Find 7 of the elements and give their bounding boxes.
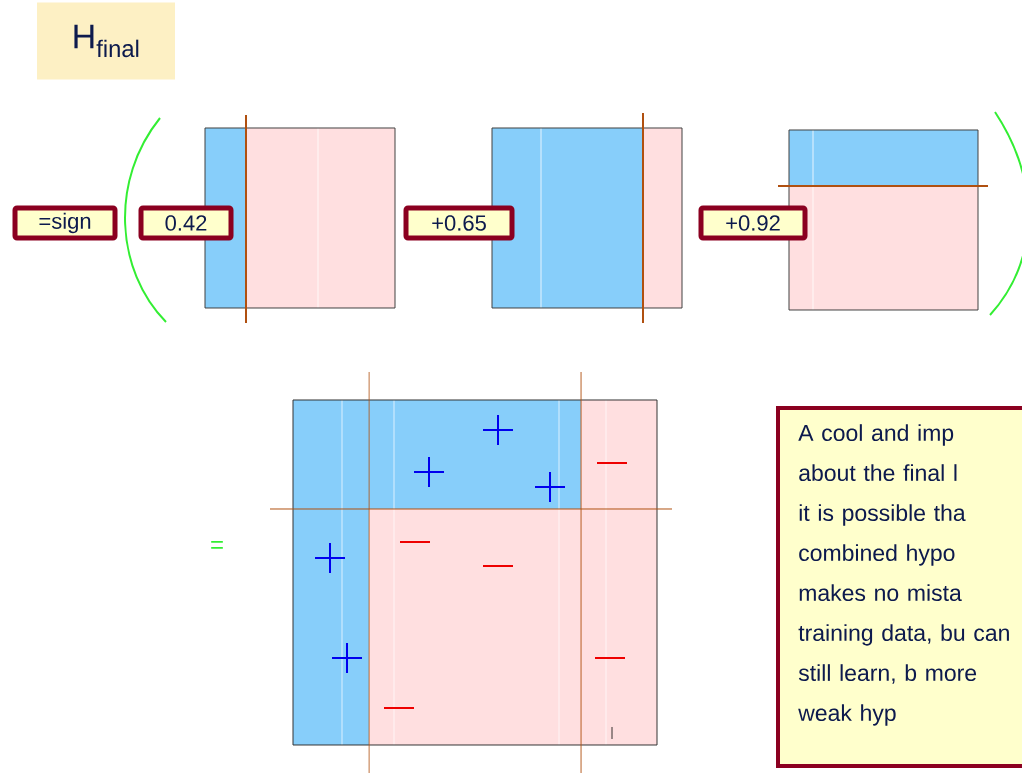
- note-box: A cool and imp about the final l it is possible tha combined hypo makes no mista training data, bu can still learn, b more weak hyp: [776, 406, 1022, 768]
- equals-sign: =: [211, 541, 223, 549]
- title-box: H$_{final}$: [37, 2, 175, 80]
- weight-box: =sign: [12, 205, 118, 241]
- weight-box: +0.92: [698, 205, 808, 241]
- weight-box: +0.65: [403, 205, 515, 241]
- weight-box: 0.42: [138, 205, 234, 241]
